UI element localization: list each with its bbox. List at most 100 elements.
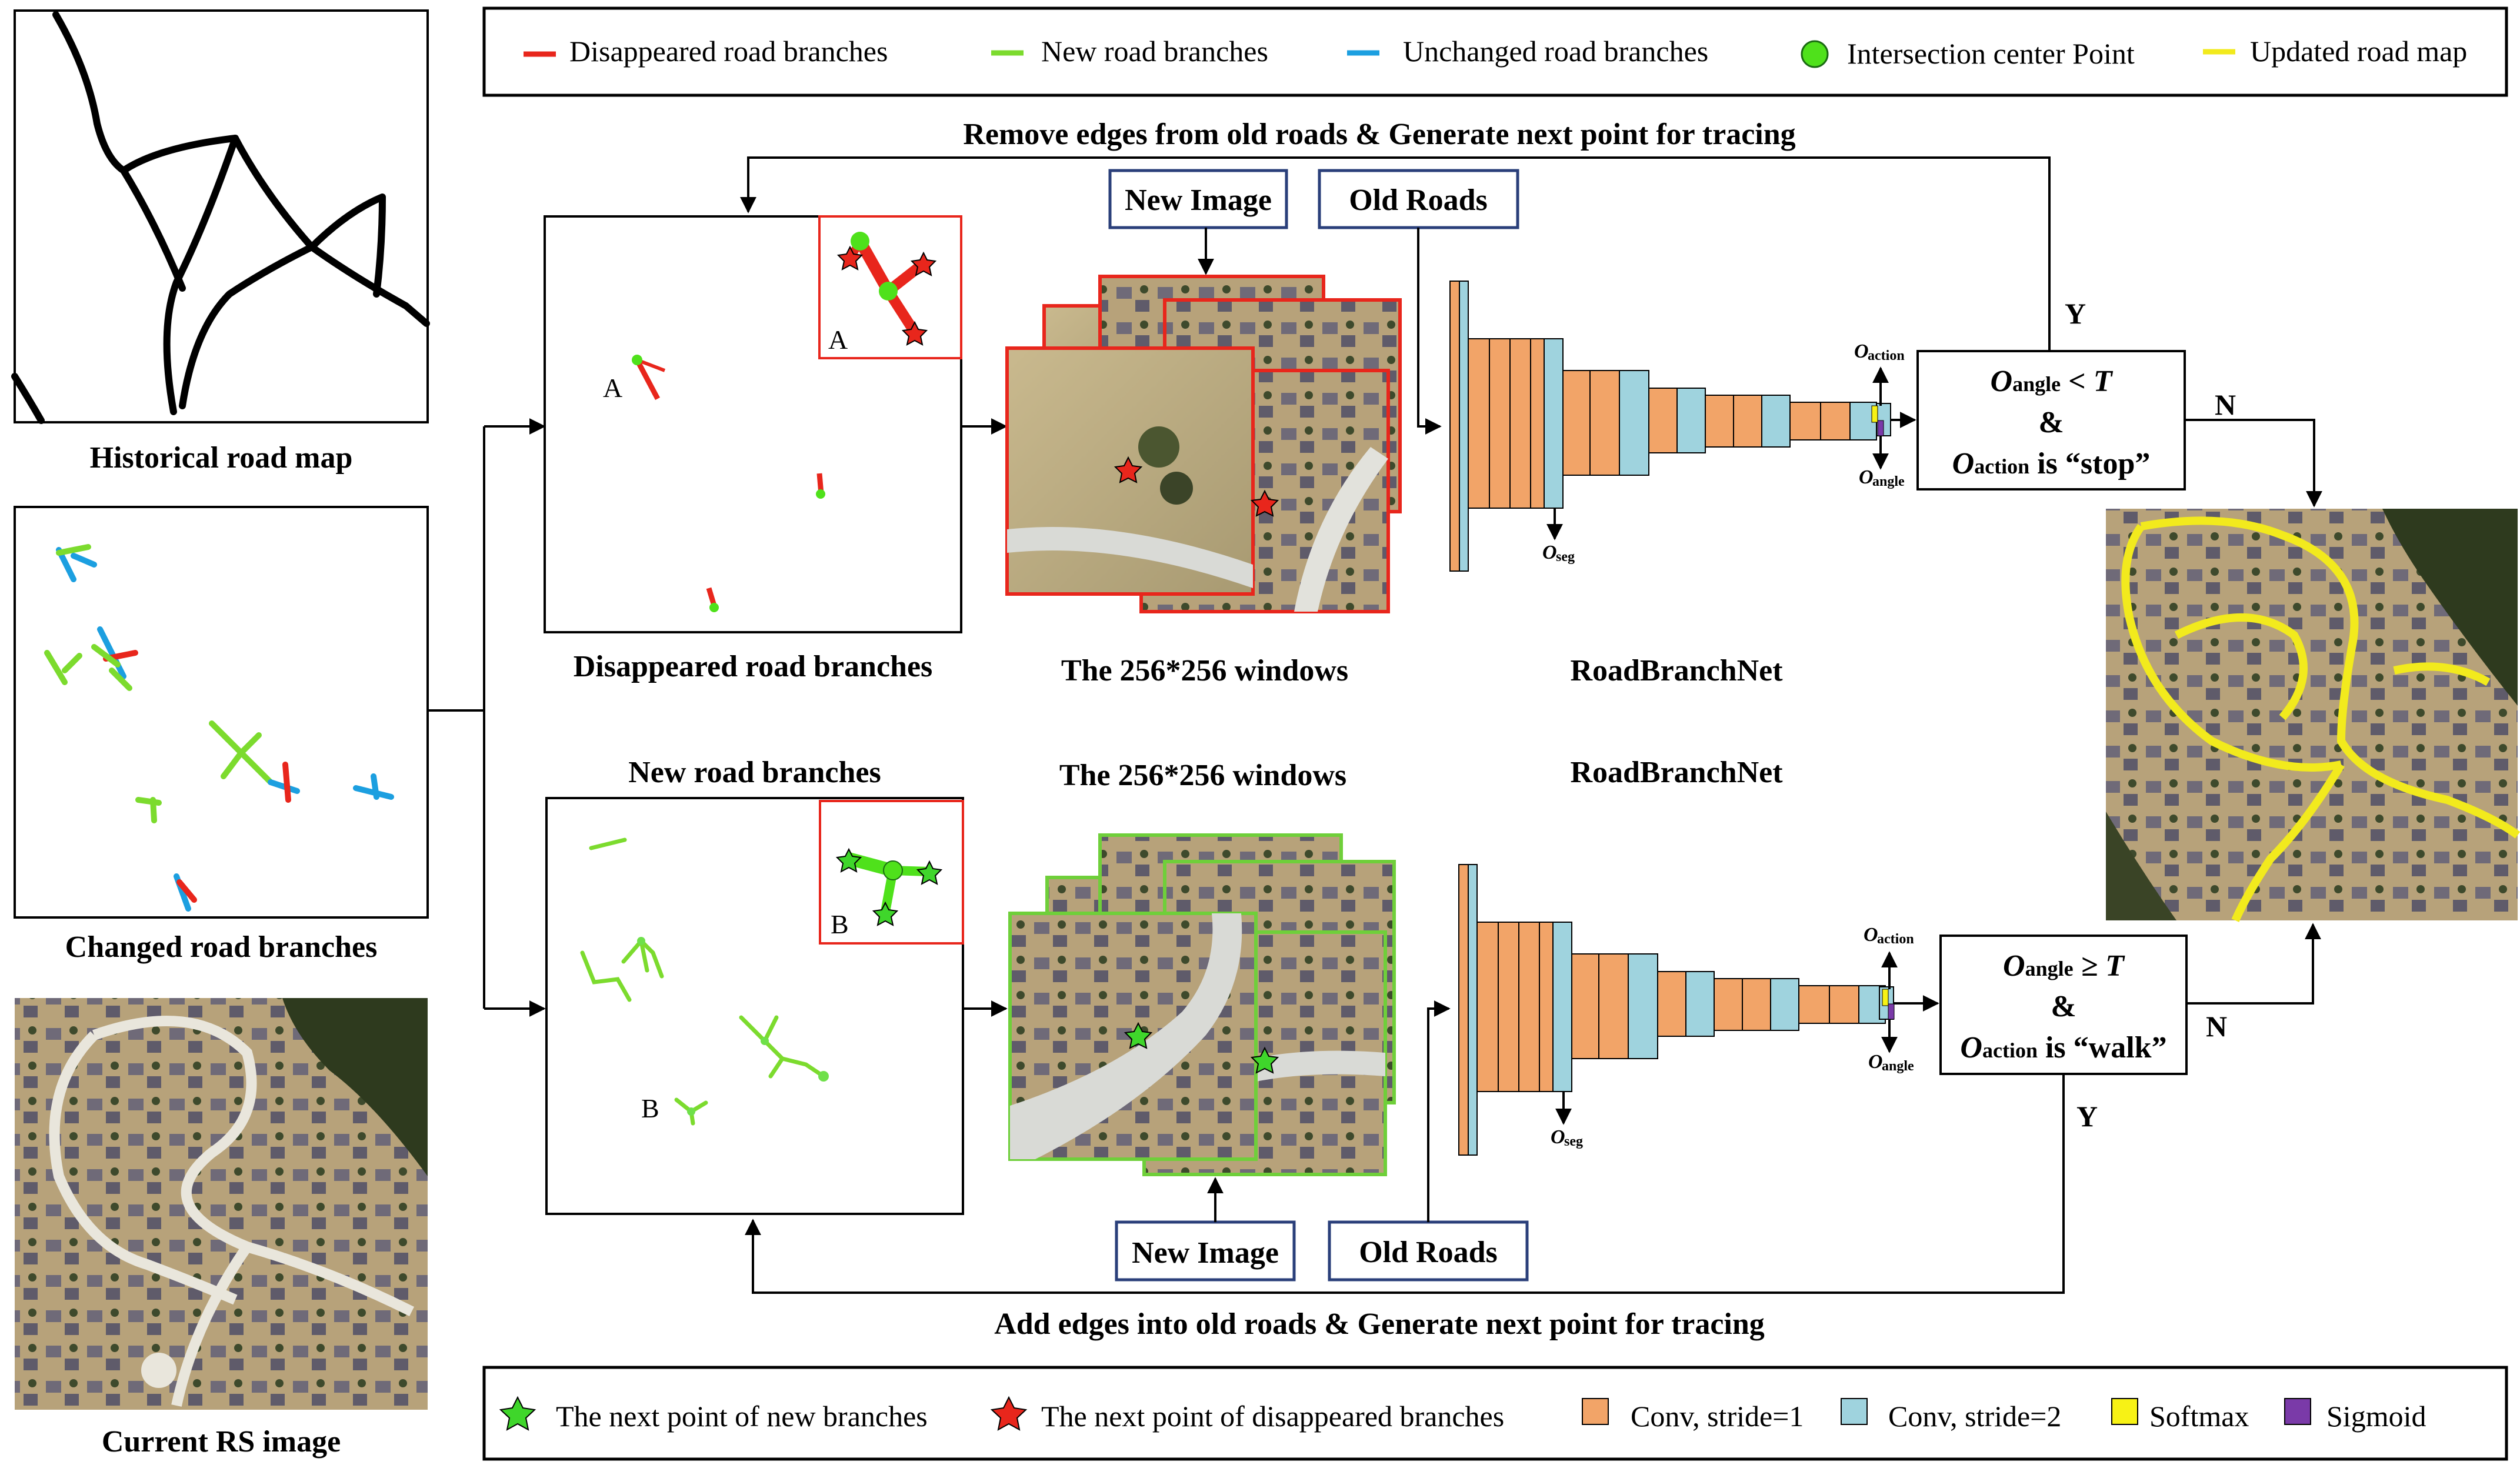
- disappeared-branches-panel: A A Disappeared road branches: [544, 215, 962, 683]
- svg-text:Oangle < T: Oangle < T: [1991, 365, 2114, 398]
- new-branches-panel: New road branches B: [545, 756, 964, 1215]
- legend-new: New road branches: [991, 35, 1268, 68]
- legend-sigmoid-label: Sigmoid: [2326, 1400, 2426, 1433]
- svg-text:O: O: [1868, 1051, 1883, 1073]
- updated-road-map-image: [2106, 509, 2520, 922]
- changed-road-branches-panel: Changed road branches: [14, 506, 429, 964]
- bottom-legend: The next point of new branches The next …: [482, 1366, 2508, 1461]
- legend-sigmoid: Sigmoid: [2284, 1398, 2426, 1433]
- bottom-net-caption: RoadBranchNet: [1570, 756, 1783, 789]
- new-branch-marks: [580, 837, 826, 1126]
- top-output-angle: O angle: [1859, 466, 1905, 489]
- svg-text:&: &: [2038, 406, 2064, 439]
- svg-text:Oaction is “walk”: Oaction is “walk”: [1960, 1031, 2166, 1064]
- legend-new-point: The next point of new branches: [499, 1396, 928, 1433]
- legend-unchanged-label: Unchanged road branches: [1403, 35, 1708, 68]
- legend-intersection: Intersection center Point: [1801, 37, 2135, 70]
- top-windows-caption: The 256*256 windows: [1061, 654, 1348, 688]
- historical-roads: [11, 11, 430, 424]
- bottom-old-roads-arrow: [1427, 1000, 1451, 1222]
- changed-caption: Changed road branches: [65, 930, 378, 964]
- legend-disappeared-point: The next point of disappeared branches: [990, 1396, 1504, 1433]
- top-windows-stack: [1005, 275, 1402, 613]
- bottom-no-label: N: [2206, 1010, 2227, 1043]
- disappeared-marks: A: [603, 355, 825, 612]
- legend-conv1: Conv, stride=1: [1582, 1398, 1804, 1433]
- top-output-seg: O seg: [1542, 542, 1575, 565]
- bottom-no-arrow: [2186, 923, 2321, 1005]
- new-branches-inset-label: B: [831, 909, 849, 939]
- bottom-new-image-box: New Image: [1115, 1220, 1296, 1282]
- legend-conv2-label: Conv, stride=2: [1888, 1400, 2061, 1433]
- top-old-roads-box: Old Roads: [1318, 169, 1519, 229]
- top-legend: Disappeared road branches New road branc…: [482, 6, 2508, 97]
- top-old-roads-label: Old Roads: [1349, 183, 1488, 217]
- legend-conv1-label: Conv, stride=1: [1631, 1400, 1804, 1433]
- new-branches-main-label: B: [641, 1093, 659, 1123]
- disappeared-inset: A: [818, 215, 962, 359]
- split-connector: [428, 418, 546, 1017]
- disappeared-caption: Disappeared road branches: [574, 650, 933, 683]
- legend-softmax-label: Softmax: [2149, 1400, 2249, 1433]
- disappeared-inset-label: A: [828, 325, 848, 355]
- svg-text:seg: seg: [1564, 1134, 1583, 1149]
- top-net-caption: RoadBranchNet: [1570, 654, 1783, 688]
- bottom-loop-label: Add edges into old roads & Generate next…: [994, 1307, 1765, 1341]
- bottom-output-seg: O seg: [1551, 1126, 1583, 1149]
- legend-disappeared-point-label: The next point of disappeared branches: [1041, 1400, 1504, 1433]
- bottom-output-angle: O angle: [1868, 1051, 1914, 1074]
- new-branches-inset: B: [819, 800, 964, 945]
- top-output-action: O action: [1854, 341, 1905, 363]
- bottom-windows-stack: [1008, 833, 1396, 1176]
- bottom-old-roads-box: Old Roads: [1328, 1220, 1529, 1282]
- bottom-old-roads-label: Old Roads: [1359, 1236, 1498, 1269]
- new-branches-caption: New road branches: [628, 756, 881, 789]
- legend-new-point-label: The next point of new branches: [556, 1400, 928, 1433]
- svg-text:seg: seg: [1556, 549, 1575, 565]
- top-new-image-label: New Image: [1125, 183, 1272, 217]
- bottom-loop-arrow: [745, 1074, 2065, 1294]
- updated-roads: [2121, 516, 2520, 922]
- svg-text:angle: angle: [1872, 474, 1905, 489]
- top-roadbranchnet: [1449, 281, 1916, 572]
- svg-text:O: O: [1859, 466, 1874, 488]
- top-new-image-box: New Image: [1108, 169, 1288, 229]
- historical-road-map-panel: Historical road map: [11, 9, 430, 475]
- svg-text:O: O: [1864, 924, 1878, 946]
- svg-text:angle: angle: [1882, 1059, 1914, 1074]
- bottom-yes-label: Y: [2076, 1100, 2098, 1133]
- bottom-condition-box: Oangle ≥ T & Oaction is “walk”: [1939, 935, 2188, 1075]
- current-rs-image-panel: Current RS image: [15, 998, 428, 1459]
- top-yes-label: Y: [2065, 297, 2086, 330]
- rs-roads: [49, 1016, 415, 1407]
- disappeared-main-label: A: [603, 373, 622, 403]
- top-loop-label: Remove edges from old roads & Generate n…: [963, 118, 1795, 151]
- legend-updated-label: Updated road map: [2250, 35, 2467, 68]
- svg-text:action: action: [1877, 932, 1914, 947]
- bottom-output-action: O action: [1864, 924, 1914, 947]
- historical-caption: Historical road map: [90, 441, 353, 475]
- top-loop-arrow: [740, 156, 2051, 306]
- legend-updated: Updated road map: [2203, 35, 2467, 68]
- svg-text:&: &: [2051, 990, 2076, 1023]
- top-no-arrow: [2185, 419, 2322, 508]
- bottom-new-image-label: New Image: [1132, 1236, 1279, 1270]
- svg-text:action: action: [1868, 348, 1905, 363]
- svg-text:O: O: [1542, 542, 1557, 563]
- legend-disappeared: Disappeared road branches: [524, 35, 888, 68]
- bottom-roadbranchnet: [1458, 864, 1939, 1156]
- bottom-windows-caption: The 256*256 windows: [1059, 759, 1346, 792]
- legend-disappeared-label: Disappeared road branches: [569, 35, 888, 68]
- legend-conv2: Conv, stride=2: [1841, 1398, 2061, 1433]
- legend-unchanged: Unchanged road branches: [1347, 35, 1708, 68]
- current-caption: Current RS image: [102, 1425, 341, 1459]
- svg-text:O: O: [1551, 1126, 1565, 1148]
- top-no-label: N: [2215, 388, 2236, 421]
- changed-branches: [44, 544, 394, 912]
- svg-text:Oangle ≥ T: Oangle ≥ T: [2003, 949, 2125, 983]
- top-condition-box: Oangle < T & Oaction is “stop”: [1916, 350, 2186, 490]
- new-branch-points: [637, 937, 829, 1116]
- legend-new-label: New road branches: [1041, 35, 1268, 68]
- legend-softmax: Softmax: [2111, 1398, 2249, 1433]
- legend-intersection-label: Intersection center Point: [1847, 37, 2135, 70]
